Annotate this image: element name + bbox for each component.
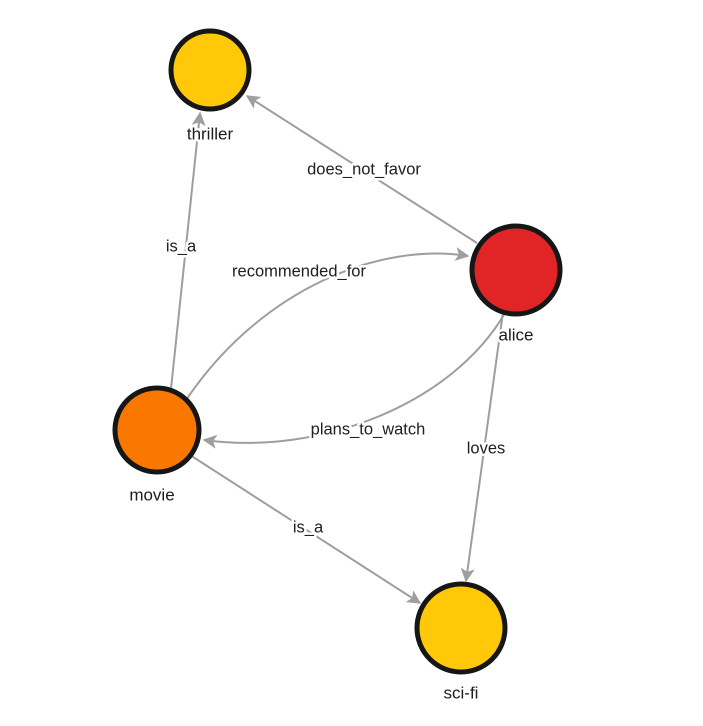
node-labels-layer: thrillerthrilleralicealicemoviemoviesci-… — [127, 122, 536, 705]
node-label-movie: movie — [129, 485, 174, 504]
edge-label-halo: is_a — [166, 237, 197, 255]
edge-label: plans_to_watch — [311, 420, 426, 438]
graph-node-alice[interactable] — [469, 223, 563, 317]
edge-label-halo: plans_to_watch — [311, 420, 426, 438]
graph-edge[interactable] — [170, 111, 206, 390]
edge-label-halo: recommended_for — [232, 262, 366, 280]
edge-label: does_not_favor — [307, 160, 421, 178]
graph-node-movie[interactable] — [112, 385, 202, 475]
node-label-halo: movie — [129, 485, 174, 504]
edge-labels-layer: does_not_favordoes_not_favoris_ais_areco… — [163, 158, 507, 539]
edge-label: is_a — [166, 237, 197, 255]
graph-edge[interactable] — [185, 247, 470, 401]
node-label-alice: alice — [499, 325, 534, 344]
edge-label: recommended_for — [232, 262, 366, 280]
node-label-halo: alice — [499, 325, 534, 344]
node-label-halo: thriller — [187, 124, 234, 143]
graph-edge[interactable] — [189, 454, 422, 604]
node-label-sci-fi: sci-fi — [444, 683, 479, 702]
graph-node-thriller[interactable] — [168, 28, 252, 112]
node-label-thriller: thriller — [187, 124, 234, 143]
node-label-halo: sci-fi — [444, 683, 479, 702]
edge-label: is_a — [293, 518, 324, 536]
edges-layer — [170, 95, 506, 604]
nodes-layer — [112, 28, 563, 675]
edge-label-halo: is_a — [293, 518, 324, 536]
graph-node-sci-fi[interactable] — [414, 581, 508, 675]
graph-edge[interactable] — [245, 95, 478, 244]
edge-label: loves — [467, 439, 506, 457]
edge-label-halo: does_not_favor — [307, 160, 421, 178]
graph-edge[interactable] — [460, 311, 504, 583]
graph-edge[interactable] — [202, 312, 506, 449]
edge-label-halo: loves — [467, 439, 506, 457]
